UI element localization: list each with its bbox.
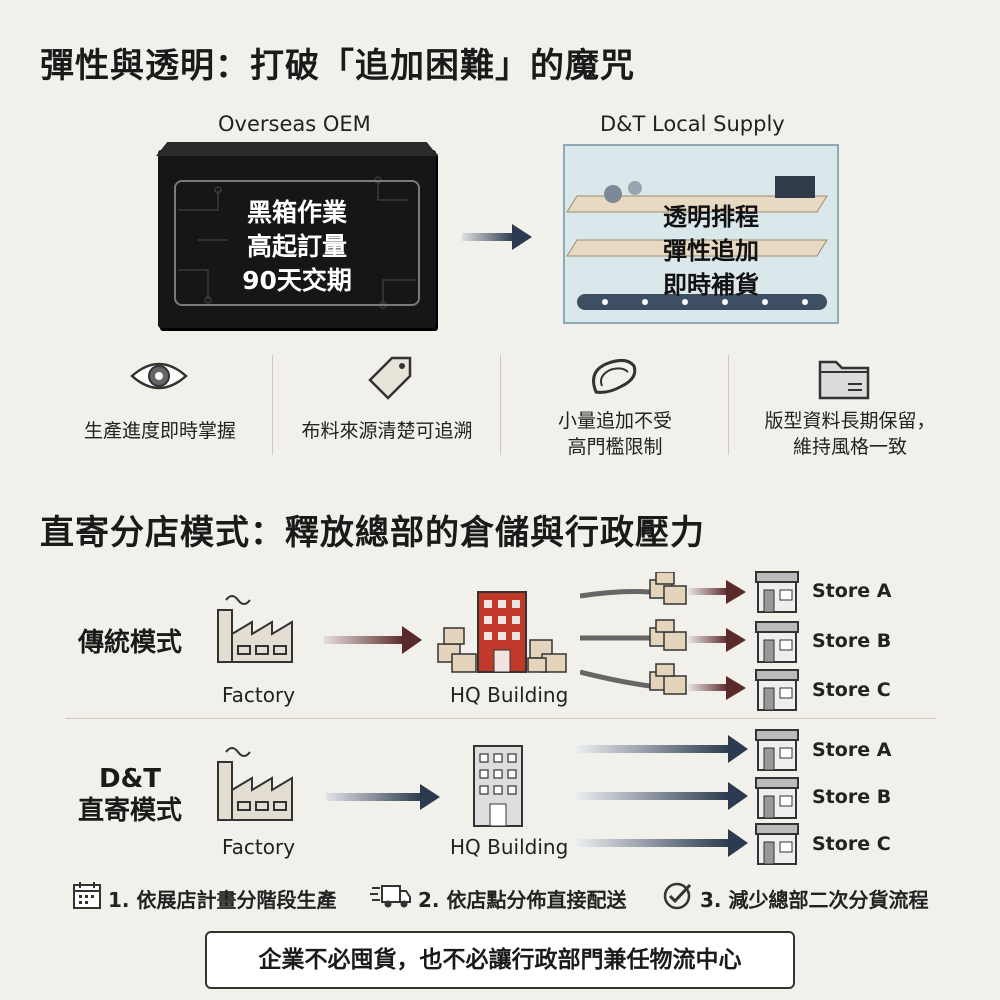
store-icon [755, 571, 799, 613]
arrow-right-icon [326, 784, 440, 810]
dt-local-supply-label: D&T Local Supply [600, 112, 785, 136]
traditional-store-a: Store A [812, 580, 892, 602]
step-1: 1. 依展店計畫分階段生產 [108, 888, 337, 912]
tag-icon [368, 356, 412, 400]
traditional-store-c: Store C [812, 679, 891, 701]
factory-icon [217, 595, 293, 663]
traditional-distribution-arrows [580, 572, 746, 700]
hq-building-icon [437, 591, 567, 673]
black-box-line-3: 90天交期 [242, 266, 352, 295]
dt-store-c: Store C [812, 833, 891, 855]
store-icon [755, 777, 799, 819]
glass-box-line-1: 透明排程 [663, 203, 759, 231]
hq-building-icon [473, 745, 523, 827]
traditional-factory-label: Factory [222, 683, 296, 707]
step-3: 3. 減少總部二次分貨流程 [700, 888, 929, 912]
section2-title: 直寄分店模式：釋放總部的倉儲與行政壓力 [40, 513, 705, 553]
feature-2-text: 布料來源清楚可追溯 [301, 420, 473, 442]
traditional-mode-label: 傳統模式 [77, 628, 182, 658]
dt-store-a: Store A [812, 739, 892, 761]
traditional-store-b: Store B [812, 630, 892, 652]
dt-direct-arrows [576, 735, 748, 857]
factory-icon [217, 747, 293, 821]
folder-icon [818, 360, 870, 400]
black-box-line-1: 黑箱作業 [246, 198, 347, 227]
dt-mode-label-line1: D&T [99, 764, 161, 794]
traditional-hq-label: HQ Building [450, 683, 569, 707]
dt-mode-label-line2: 直寄模式 [77, 796, 182, 826]
gear-icon [604, 181, 642, 203]
eye-icon [130, 362, 188, 390]
arrow-right-icon [324, 626, 422, 654]
summary-banner: 企業不必囤貨，也不必讓行政部門兼任物流中心 [205, 931, 795, 989]
black-box-line-2: 高起訂量 [246, 232, 347, 261]
shirt-icon [775, 176, 815, 198]
feature-3-text: 小量追加不受 高門檻限制 [557, 410, 672, 458]
check-icon [663, 882, 692, 910]
dt-factory-label: Factory [222, 835, 296, 859]
glass-box-local-supply: 透明排程 彈性追加 即時補貨 [563, 144, 839, 324]
feature-4-text: 版型資料長期保留， 維持風格一致 [764, 410, 936, 458]
dt-hq-label: HQ Building [450, 835, 569, 859]
arrow-right-icon [462, 224, 532, 250]
section1-title: 彈性與透明：打破「追加困難」的魔咒 [40, 46, 635, 86]
dt-mode-label: D&T 直寄模式 [70, 763, 190, 827]
row-divider [66, 718, 936, 719]
store-icon [755, 669, 799, 711]
glass-box-line-2: 彈性追加 [663, 237, 759, 265]
calendar-icon [73, 882, 101, 909]
step-2: 2. 依店點分佈直接配送 [418, 888, 627, 912]
loop-icon [592, 359, 637, 394]
dt-store-b: Store B [812, 786, 892, 808]
feature-1-text: 生產進度即時掌握 [83, 420, 236, 442]
truck-icon [370, 885, 411, 908]
store-icon [755, 621, 799, 663]
glass-box-line-3: 即時補貨 [663, 271, 759, 299]
store-icon [755, 823, 799, 865]
store-icon [755, 729, 799, 771]
overseas-oem-label: Overseas OEM [218, 112, 371, 136]
black-box-oem: 黑箱作業 高起訂量 90天交期 [156, 142, 438, 328]
